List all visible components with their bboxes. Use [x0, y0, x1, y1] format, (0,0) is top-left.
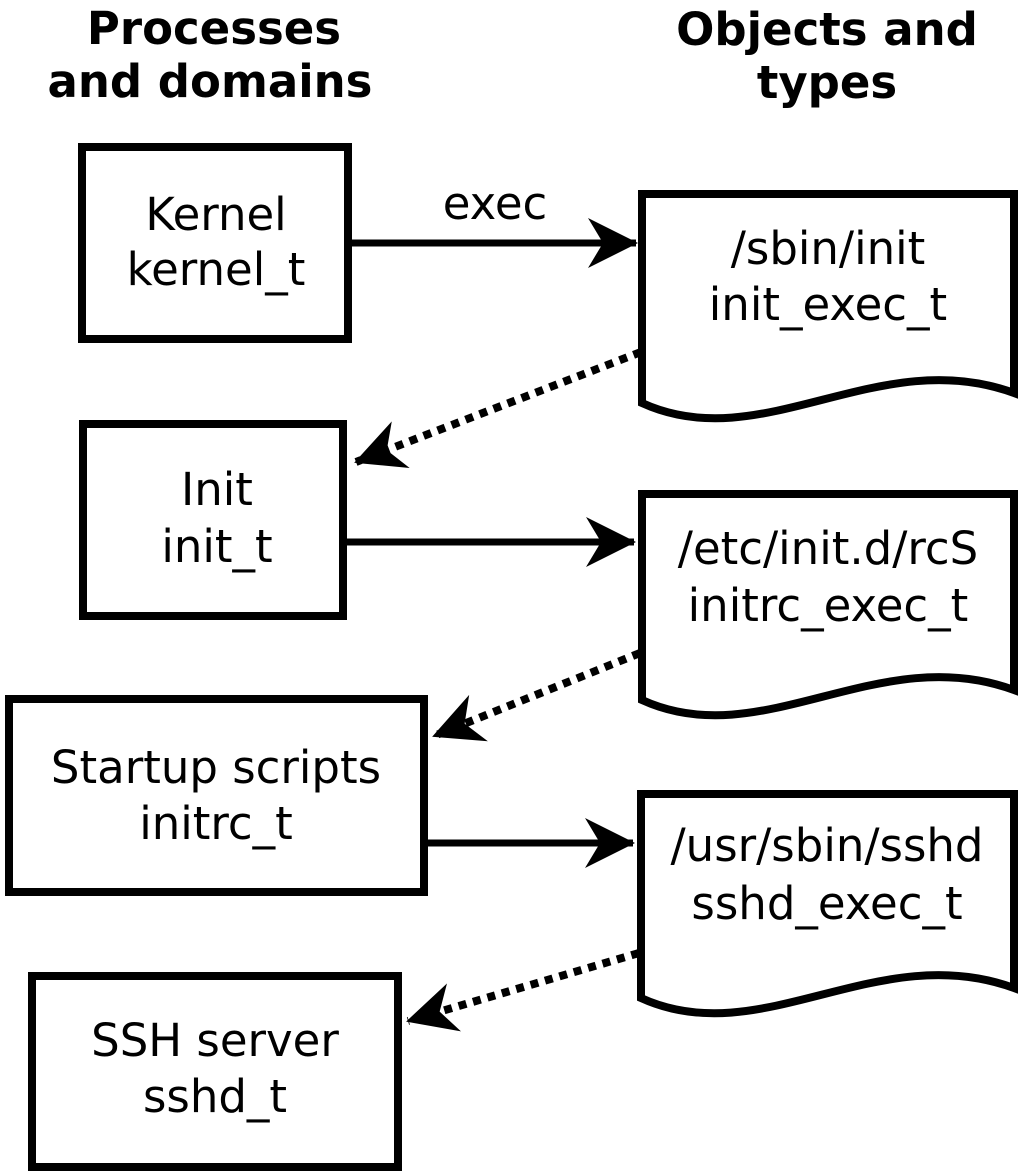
- exec-edge-label: exec: [443, 177, 548, 230]
- object-doc-sbin-init-path: /sbin/init: [731, 222, 926, 275]
- right-column-heading-line1: Objects and: [676, 3, 978, 56]
- right-column-heading-line2: types: [757, 56, 897, 109]
- object-doc-usr-sbin-sshd: [637, 790, 1018, 1018]
- process-box-ssh-server: [28, 972, 402, 1171]
- transition-arrow-sbin-init-to-init-t: [354, 348, 643, 469]
- left-column-heading-line2: and domains: [48, 55, 373, 108]
- object-doc-usr-sbin-sshd-path: /usr/sbin/sshd: [671, 819, 984, 872]
- process-box-init-name: Init: [181, 463, 253, 516]
- object-doc-sbin-init-type: init_exec_t: [709, 278, 947, 331]
- left-column-heading-line1: Processes: [87, 2, 341, 55]
- process-box-init: [79, 420, 347, 620]
- object-doc-etc-initd-rcS-type: initrc_exec_t: [688, 579, 969, 632]
- process-box-startup-scripts-name: Startup scripts: [51, 741, 381, 794]
- process-box-ssh-server-domain: sshd_t: [143, 1070, 287, 1123]
- process-box-kernel: [78, 143, 352, 343]
- process-box-startup-scripts-domain: initrc_t: [139, 797, 293, 850]
- process-box-kernel-domain: kernel_t: [127, 243, 306, 296]
- transition-arrow-sshd-to-sshd-t: [406, 949, 641, 1032]
- object-doc-usr-sbin-sshd-type: sshd_exec_t: [691, 877, 962, 930]
- object-doc-etc-initd-rcS-path: /etc/init.d/rcS: [678, 522, 978, 575]
- process-box-ssh-server-name: SSH server: [91, 1014, 339, 1067]
- object-doc-sbin-init: [638, 190, 1018, 423]
- process-box-startup-scripts: [5, 695, 428, 896]
- process-box-kernel-name: Kernel: [145, 188, 286, 241]
- object-doc-etc-initd-rcS: [638, 490, 1018, 720]
- transition-arrow-rcS-to-initrc-t: [432, 649, 642, 742]
- process-box-init-domain: init_t: [161, 520, 272, 573]
